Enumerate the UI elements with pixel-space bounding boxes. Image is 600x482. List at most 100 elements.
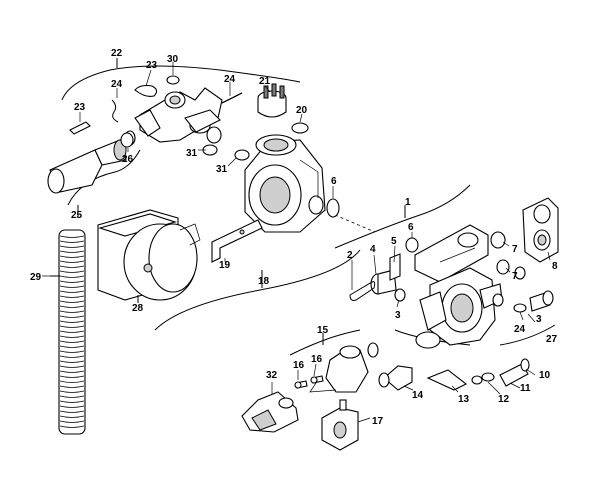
callout-15: 15: [317, 325, 329, 336]
leader-lines: [42, 62, 551, 423]
hose-rib: [59, 355, 85, 358]
flex-hose-part-29: [50, 229, 86, 435]
callout-2: 2: [347, 250, 353, 261]
hose-rib: [59, 250, 85, 253]
callout-26: 26: [122, 154, 134, 165]
cartridge-part-17: [321, 399, 359, 451]
callout-6a: 6: [331, 176, 337, 187]
callout-23b: 23: [146, 60, 158, 71]
hose-rib: [59, 360, 85, 363]
spring-pin-part-24a: [111, 99, 119, 123]
screws-part-16: [294, 375, 324, 389]
hose-rib: [59, 315, 85, 318]
hose-rib: [59, 270, 85, 273]
callout-16b: 16: [311, 354, 323, 365]
callout-30: 30: [167, 54, 179, 65]
hose-rib: [59, 235, 85, 238]
fitting-part-24c: [513, 290, 554, 313]
group-bracket-18: [154, 249, 361, 331]
outlet-elbow-part-15: [309, 342, 379, 393]
group-bracket-1: [334, 184, 471, 249]
mount-bracket-part-19: [211, 219, 263, 263]
callout-22: 22: [111, 48, 123, 59]
hose-rib: [59, 390, 85, 393]
o-ring-part-31: [202, 144, 250, 161]
hose-rib: [59, 255, 85, 258]
clip-ring-part-20: [291, 122, 309, 134]
clip-part-13: [426, 369, 468, 391]
pump-motor-part-28: [97, 209, 201, 303]
hose-rib: [59, 415, 85, 418]
hose-rib: [59, 320, 85, 323]
retaining-clip-part-23a: [69, 121, 91, 135]
callout-24a: 24: [111, 79, 123, 90]
hose-rib: [59, 385, 85, 388]
group-bracket-15: [289, 329, 361, 356]
hose-rib: [59, 340, 85, 343]
hose-rib: [59, 420, 85, 423]
spacer-part-12: [471, 372, 495, 385]
o-rings-part-6b-7: [405, 231, 526, 307]
hose-rib: [59, 275, 85, 278]
callout-19: 19: [219, 260, 231, 271]
callout-labels: 1 2 3 3 4 5 6 6 7 7 8 10 11 12 13 14 15 …: [30, 48, 558, 427]
o-ring-part-26b: [120, 126, 222, 148]
callout-20: 20: [296, 105, 308, 116]
hose-rib: [59, 425, 85, 428]
hose-rib: [59, 405, 85, 408]
callout-7b: 7: [512, 271, 518, 282]
callout-23a: 23: [74, 102, 86, 113]
callout-3a: 3: [395, 310, 401, 321]
hose-rib: [59, 245, 85, 248]
hose-rib: [59, 335, 85, 338]
o-ring-part-30: [166, 75, 180, 85]
hose-rib: [59, 260, 85, 263]
callout-5: 5: [391, 236, 397, 247]
hose-rib: [59, 345, 85, 348]
callout-10: 10: [539, 370, 551, 381]
callout-18: 18: [258, 276, 270, 287]
callout-29: 29: [30, 272, 42, 283]
callout-7a: 7: [512, 244, 518, 255]
o-ring-part-6a: [326, 198, 340, 218]
pin-part-24b: [221, 92, 243, 104]
callout-31b: 31: [216, 164, 228, 175]
callout-27: 27: [546, 334, 558, 345]
fitting-part-11-10: [499, 358, 530, 387]
hose-rib: [59, 400, 85, 403]
group-bracket-22: [61, 58, 301, 101]
drain-valve-part-14: [378, 365, 413, 391]
valve-parts-3-4-5: [349, 253, 406, 302]
callout-4: 4: [370, 244, 376, 255]
callout-14: 14: [412, 390, 424, 401]
hose-rib: [59, 380, 85, 383]
callout-24c: 24: [514, 324, 526, 335]
elbow-part-32: [241, 391, 299, 433]
callout-3b: 3: [536, 314, 542, 325]
top-fitting-part-21: [257, 83, 287, 118]
hose-rib: [59, 290, 85, 293]
hose-rib: [59, 375, 85, 378]
callout-6b: 6: [408, 222, 414, 233]
side-cap-part-8: [522, 197, 559, 263]
callout-25: 25: [71, 210, 83, 221]
callout-1: 1: [405, 197, 411, 208]
hose-rib: [59, 295, 85, 298]
hose-rib: [59, 370, 85, 373]
callout-17: 17: [372, 416, 384, 427]
group-bracket-25: [67, 149, 141, 218]
hose-rib: [59, 305, 85, 308]
hose-rib: [59, 350, 85, 353]
upper-housing-part-22: [134, 87, 223, 143]
callout-12: 12: [498, 394, 510, 405]
callout-11: 11: [520, 383, 531, 394]
callout-24b: 24: [224, 74, 236, 85]
hose-rib: [59, 325, 85, 328]
callout-13: 13: [458, 394, 470, 405]
hose-rib: [59, 410, 85, 413]
valve-assembly-part-1: [414, 224, 503, 349]
hose-rib: [59, 365, 85, 368]
hose-rib: [59, 300, 85, 303]
